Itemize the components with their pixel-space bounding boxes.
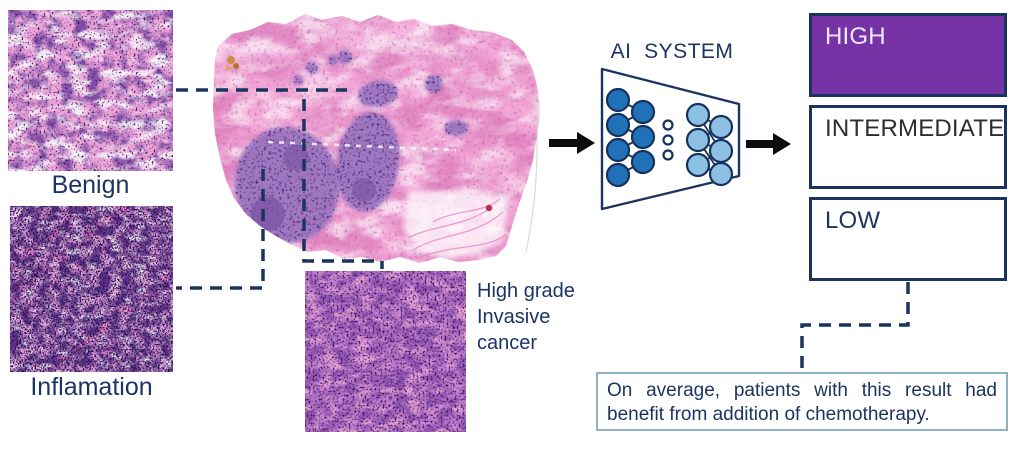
output-nodes bbox=[685, 102, 734, 187]
risk-box-intermediate: INTERMEDIATE bbox=[809, 105, 1007, 189]
output-arrow-icon bbox=[746, 133, 791, 155]
benign-label: Benign bbox=[51, 171, 130, 199]
risk-box-low-label: LOW bbox=[825, 207, 881, 234]
high-grade-histology-image bbox=[305, 271, 466, 432]
risk-box-high-label: HIGH bbox=[825, 23, 886, 50]
hidden-layer-dots bbox=[662, 119, 674, 161]
chemotherapy-note-box: On average, patients with this result ha… bbox=[596, 372, 1008, 431]
dashed-connectors bbox=[176, 88, 910, 371]
ai-system-title: AI SYSTEM bbox=[610, 40, 734, 63]
high-grade-label: High grade Invasive cancer bbox=[477, 280, 575, 354]
wsi-tissue bbox=[213, 14, 540, 263]
input-nodes bbox=[605, 87, 656, 188]
input-arrow-icon bbox=[549, 132, 595, 154]
dashed-connector-high-grade bbox=[302, 99, 384, 269]
wsi-red-dot bbox=[485, 204, 493, 212]
wsi-fibrous-strands bbox=[407, 198, 508, 258]
risk-box-high: HIGH bbox=[809, 13, 1007, 97]
risk-box-intermediate-label: INTERMEDIATE bbox=[825, 115, 1005, 142]
inflammation-label: Inflamation bbox=[30, 373, 153, 401]
dashed-connector-inflammation bbox=[176, 169, 265, 290]
risk-box-low: LOW bbox=[809, 197, 1007, 281]
inflammation-histology-image bbox=[10, 206, 173, 372]
wsi-scratch-line bbox=[525, 94, 538, 253]
wsi-seam-line bbox=[267, 140, 457, 152]
ai-network-diagram bbox=[600, 67, 741, 211]
benign-histology-image bbox=[8, 10, 173, 171]
note-line-2: benefit from addition of chemotherapy. bbox=[607, 404, 930, 425]
dashed-connector-low-to-note bbox=[800, 282, 910, 371]
note-line-1: On average, patients with this result ha… bbox=[607, 380, 997, 401]
whole-slide-image bbox=[213, 14, 540, 263]
